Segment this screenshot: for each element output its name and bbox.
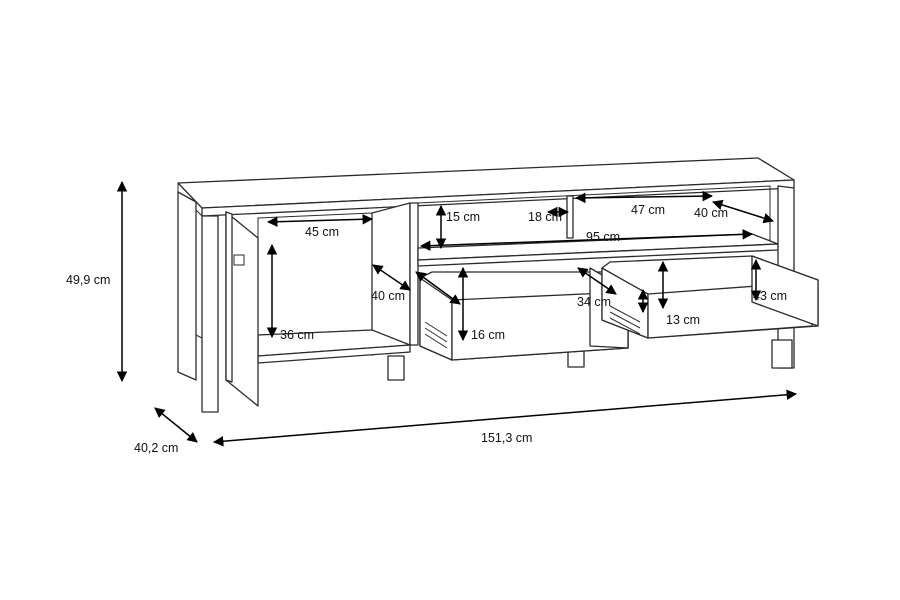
right-upper-width-arrow: [574, 190, 714, 204]
label-height: 49,9 cm: [66, 273, 110, 287]
label-left-height: 36 cm: [280, 328, 314, 342]
open-door: [225, 211, 259, 407]
label-open-shelf-width: 95 cm: [586, 230, 620, 244]
label-width: 151,3 cm: [481, 431, 532, 445]
label-top-shelf-height: 15 cm: [446, 210, 480, 224]
dimension-labels: 49,9 cm 40,2 cm 151,3 cm 45 cm 40 cm 36 …: [66, 203, 787, 455]
drawer-left-depth-arrow: [415, 271, 461, 305]
depth-arrow: [154, 407, 198, 443]
door-handle-icon: [233, 254, 245, 266]
label-right-upper-width: 47 cm: [631, 203, 665, 217]
label-drawer-right-height: 13 cm: [666, 313, 700, 327]
left-width-arrow: [266, 214, 374, 227]
dimension-arrows: [116, 180, 798, 447]
open-shelf-width-arrow: [419, 229, 754, 251]
left-depth-arrow: [372, 264, 411, 291]
label-drawer-right-depth: 43 cm: [753, 289, 787, 303]
drawer-left: [419, 267, 629, 361]
width-arrow: [212, 389, 798, 447]
label-drawer-left-height: 16 cm: [471, 328, 505, 342]
label-divider-gap: 18 cm: [528, 210, 562, 224]
label-left-width: 45 cm: [305, 225, 339, 239]
label-drawer-left-width: 34 cm: [577, 295, 611, 309]
drawer-left-width-arrow: [577, 267, 617, 295]
right-upper-depth-arrow: [711, 199, 775, 224]
label-depth: 40,2 cm: [134, 441, 178, 455]
label-right-upper-depth: 40 cm: [694, 206, 728, 220]
label-left-depth: 40 cm: [371, 289, 405, 303]
